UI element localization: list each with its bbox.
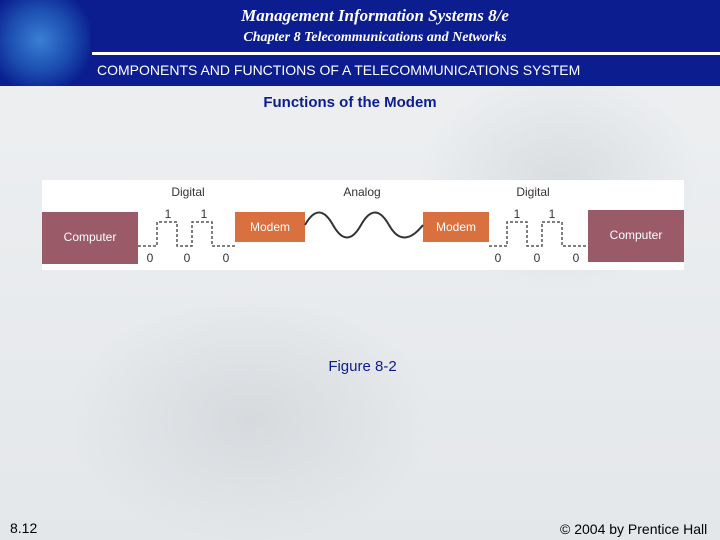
diagram-panel — [42, 180, 684, 270]
label-digital-right: Digital — [516, 185, 549, 199]
label-digital-left: Digital — [171, 185, 204, 199]
modem-box-left — [235, 212, 305, 242]
computer-label-left: Computer — [64, 230, 117, 244]
bit-label: 1 — [201, 207, 208, 221]
section-heading: COMPONENTS AND FUNCTIONS OF A TELECOMMUN… — [97, 62, 581, 78]
analog-signal — [304, 211, 424, 239]
header-divider — [92, 52, 720, 55]
digital-signal-left — [138, 221, 235, 247]
modem-diagram: Digital Analog Digital Computer Modem Mo… — [42, 180, 684, 270]
bit-label: 1 — [514, 207, 521, 221]
figure-caption: Figure 8-2 — [328, 358, 397, 375]
copyright-notice: © 2004 by Prentice Hall — [560, 521, 708, 537]
globe-logo — [0, 0, 90, 86]
modem-label-left: Modem — [250, 220, 290, 234]
modem-box-right — [423, 212, 489, 242]
bit-label: 0 — [573, 251, 580, 265]
computer-label-right: Computer — [610, 228, 663, 242]
computer-box-left — [42, 212, 138, 264]
modem-label-right: Modem — [436, 220, 476, 234]
bit-label: 1 — [549, 207, 556, 221]
computer-box-right — [588, 210, 684, 262]
header-band: Management Information Systems 8/e Chapt… — [0, 0, 720, 86]
bit-label: 0 — [223, 251, 230, 265]
bit-label: 0 — [184, 251, 191, 265]
label-analog: Analog — [343, 185, 380, 199]
bit-label: 0 — [147, 251, 154, 265]
bit-label: 1 — [165, 207, 172, 221]
diagram-title: Functions of the Modem — [263, 94, 437, 111]
bit-label: 0 — [534, 251, 541, 265]
digital-signal-right — [489, 221, 588, 247]
slide-number: 8.12 — [10, 520, 38, 536]
bit-label: 0 — [495, 251, 502, 265]
chapter-subtitle: Chapter 8 Telecommunications and Network… — [243, 30, 507, 45]
book-title: Management Information Systems 8/e — [241, 6, 509, 25]
